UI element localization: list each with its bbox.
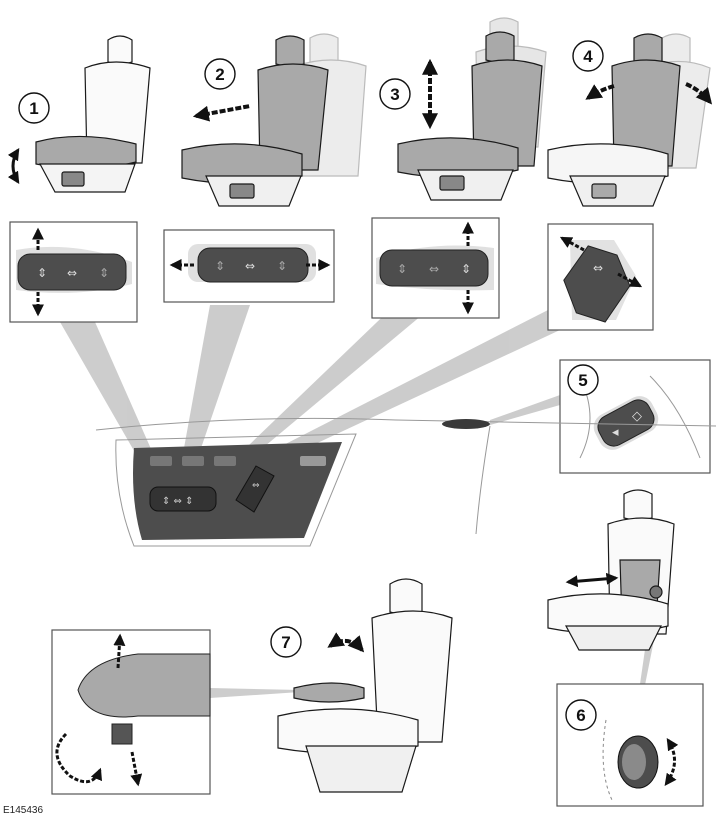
- callout-2: 2: [204, 58, 236, 90]
- svg-text:⇔: ⇔: [593, 261, 603, 275]
- svg-text:◂: ◂: [612, 425, 619, 440]
- svg-text:⇕: ⇕: [215, 259, 225, 273]
- switch-detail-4: ⇔: [547, 223, 654, 331]
- seat-3: [397, 17, 547, 201]
- callout-3-label: 3: [390, 85, 399, 104]
- svg-text:⇔: ⇔: [429, 262, 439, 276]
- callout-1-label: 1: [29, 99, 38, 118]
- svg-text:⇔: ⇔: [252, 481, 260, 491]
- svg-text:⇕: ⇕: [99, 266, 109, 280]
- svg-text:⇕: ⇕: [397, 262, 407, 276]
- seat-1: [7, 35, 151, 193]
- switch-detail-1: ⇕ ⇔ ⇕: [9, 221, 138, 323]
- callout-7-label: 7: [281, 633, 290, 652]
- seat-side-panel: ⇕ ⇔ ⇕ ⇔: [95, 417, 717, 547]
- switch-detail-2: ⇕ ⇔ ⇕: [163, 229, 335, 303]
- figure-reference: E145436: [3, 805, 44, 816]
- callout-7: 7: [270, 626, 302, 658]
- callout-5-label: 5: [578, 371, 587, 390]
- svg-text:◇: ◇: [632, 409, 642, 424]
- svg-text:⇕ ⇔ ⇕: ⇕ ⇔ ⇕: [162, 496, 194, 507]
- callout-6: 6: [565, 699, 597, 731]
- callout-6-label: 6: [576, 706, 585, 725]
- seat-2: [181, 33, 367, 207]
- svg-text:⇔: ⇔: [245, 259, 255, 273]
- svg-text:⇕: ⇕: [277, 259, 287, 273]
- seat-6: [547, 489, 675, 651]
- callout-1: 1: [18, 92, 50, 124]
- seat-4: [547, 33, 713, 207]
- svg-text:⇔: ⇔: [67, 266, 77, 280]
- callout-2-label: 2: [215, 65, 224, 84]
- svg-text:⇕: ⇕: [461, 262, 471, 276]
- callout-5: 5: [567, 364, 599, 396]
- callout-3: 3: [379, 78, 411, 110]
- svg-text:⇕: ⇕: [37, 266, 47, 280]
- callout-4: 4: [572, 40, 604, 72]
- armrest-detail: [51, 629, 211, 795]
- switch-detail-3: ⇕ ⇔ ⇕: [371, 217, 500, 319]
- callout-4-label: 4: [583, 47, 593, 66]
- seat-7: [277, 578, 453, 793]
